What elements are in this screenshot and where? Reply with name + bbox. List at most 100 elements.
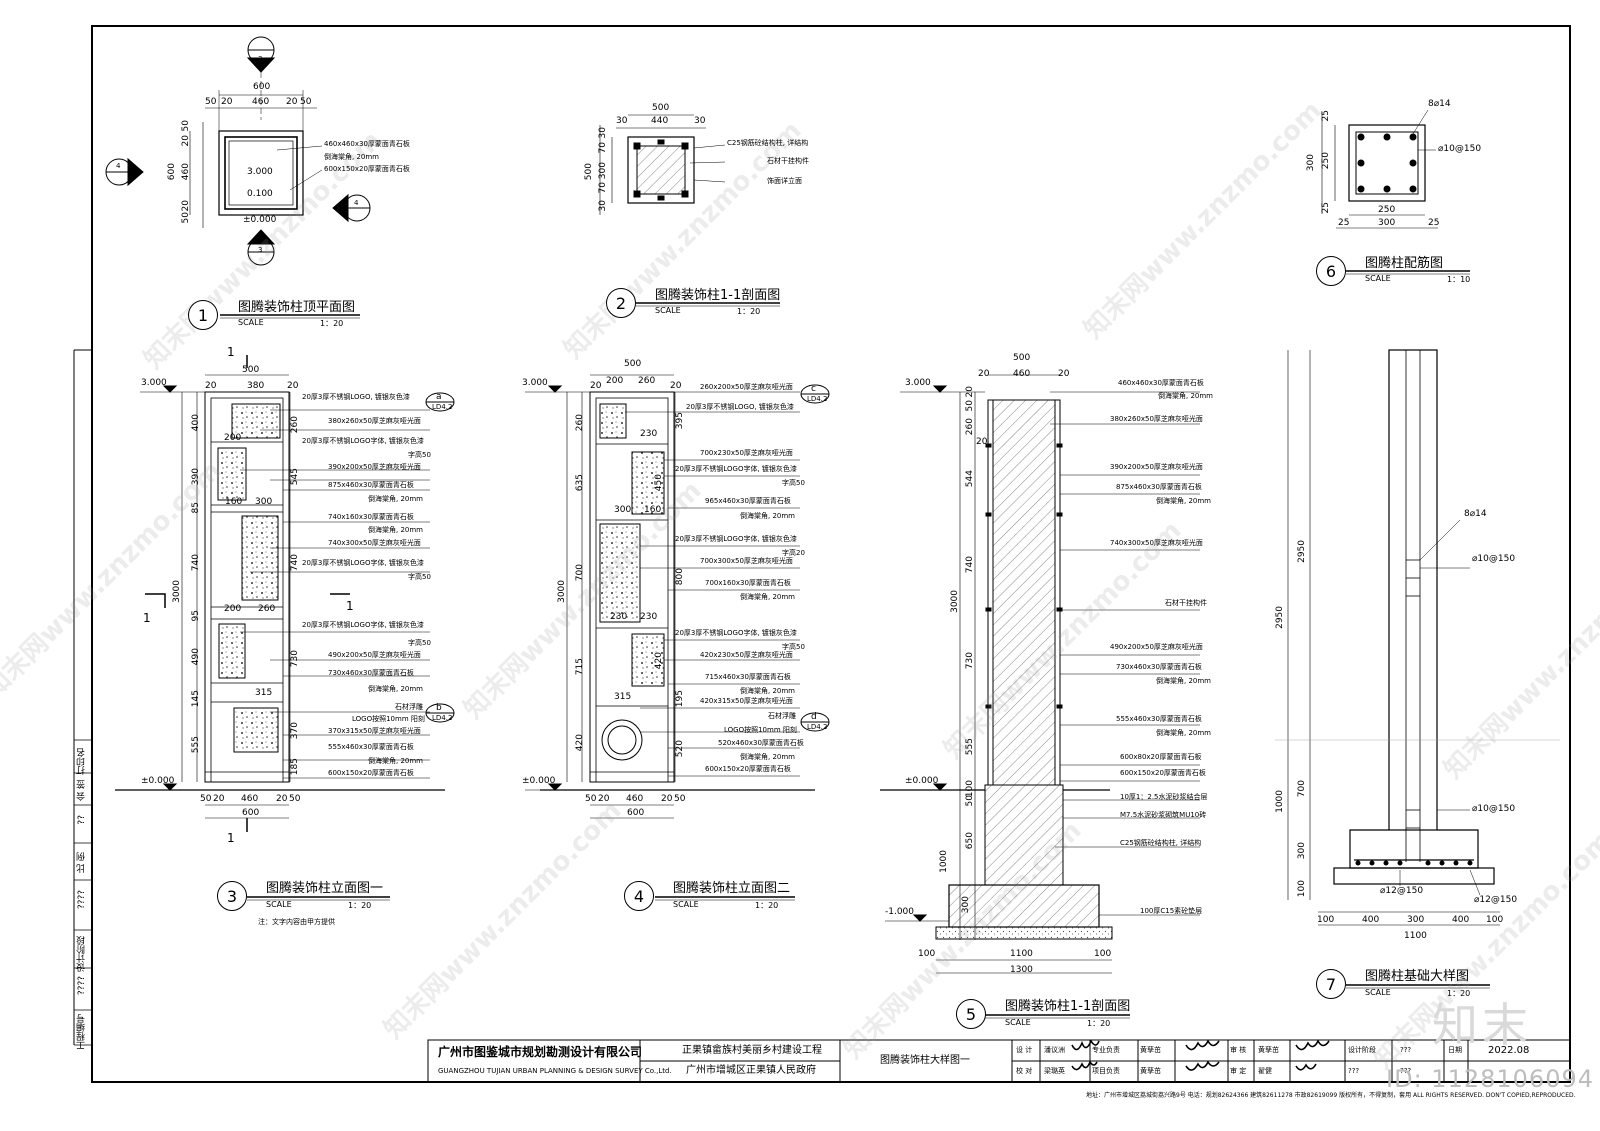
dim-label: 300	[961, 896, 971, 914]
view-number-badge: 7	[1316, 969, 1346, 999]
view-scale: 1：20	[348, 901, 372, 910]
client-name: 广州市增城区正果镇人民政府	[686, 1065, 816, 1076]
tb-cell: ???	[1400, 1067, 1412, 1075]
note-text: 740x300x50厚芝麻灰哑光面	[328, 539, 421, 547]
note-text: 倒海棠角, 20mm	[1156, 497, 1211, 505]
dim-label: 730	[290, 650, 300, 668]
dim-label: 2950	[1297, 540, 1307, 563]
dim-label: 400	[191, 414, 201, 432]
note-text: 8⌀14	[1464, 509, 1487, 519]
elevation-label: 3.000	[905, 378, 931, 388]
note-text: LOGO按照10mm 阳刻	[352, 715, 425, 723]
dim-label: 400	[1452, 915, 1470, 925]
view-scale-label: SCALE	[655, 306, 681, 315]
dim-label: 700	[575, 564, 585, 582]
note-text: 700x230x50厚芝麻灰哑光面	[700, 449, 793, 457]
dim-label: 25	[1338, 218, 1350, 228]
title-block-frame	[427, 1039, 1571, 1083]
elevation-label: -1.000	[885, 907, 915, 917]
callout-ref: LD4.2	[432, 714, 453, 722]
tb-cell: 专业负责	[1092, 1046, 1120, 1054]
dim-label: 740	[965, 556, 975, 574]
foundation-view	[1275, 349, 1560, 926]
note-text: 555x460x30厚蒙面青石板	[328, 743, 414, 751]
dim-label: 160	[644, 505, 662, 515]
dim-label: 50	[965, 400, 975, 412]
elevation-label: ±0.000	[141, 776, 175, 786]
dim-label: 70	[598, 182, 608, 194]
note-text: 600x150x20厚蒙面青石板	[705, 765, 791, 773]
brand-id-label: ID: 1128106094	[1386, 1065, 1594, 1093]
dim-label: 395	[675, 412, 685, 430]
note-text: ⌀12@150	[1380, 886, 1424, 896]
dim-label: 20	[661, 794, 673, 804]
dim-label: 20	[181, 135, 191, 147]
note-text: 730x460x30厚蒙面青石板	[1116, 663, 1202, 671]
elevation-label: 3.000	[247, 167, 273, 177]
note-text: 490x200x50厚芝麻灰哑光面	[1110, 643, 1203, 651]
note-text: 倒海棠角, 20mm	[740, 593, 795, 601]
view-title: 图腾装饰柱立面图二	[673, 881, 791, 896]
callout-ref: LD4.2	[807, 395, 828, 403]
note-text: ⌀12@150	[1474, 895, 1518, 905]
dim-label: 300	[598, 162, 608, 180]
note-text: 石材浮雕	[395, 703, 423, 711]
dim-label: 20	[181, 200, 191, 212]
elevation-label: 3.000	[141, 378, 167, 388]
section-mark-label: 1	[143, 611, 151, 625]
dim-label: 300	[255, 497, 273, 507]
dim-label: 200	[606, 376, 624, 386]
note-text: 倒海棠角, 20mm	[1156, 677, 1211, 685]
note-text: 460x460x30厚蒙面青石板	[1118, 379, 1204, 387]
dim-label: 450	[654, 474, 664, 492]
small-section	[599, 114, 726, 215]
note-text: 20厚3厚不锈钢LOGO字体, 镀银灰色漆	[675, 465, 797, 473]
dim-label: 20	[286, 97, 298, 107]
note-text: 石材浮雕	[768, 712, 796, 720]
dim-label: 260	[290, 416, 300, 434]
dim-label: 1000	[1275, 790, 1285, 813]
note-text: 20厚3厚不锈钢LOGO字体, 镀银灰色漆	[302, 559, 424, 567]
dim-label: 50	[965, 795, 975, 807]
dim-label: 300	[1407, 915, 1425, 925]
view-scale: 1：20	[320, 319, 344, 328]
tb-cell: 翟健	[1258, 1067, 1272, 1075]
dim-label: 460	[252, 97, 270, 107]
view-title: 图腾装饰柱1-1剖面图	[655, 288, 781, 303]
note-text: 20厚3厚不锈钢LOGO字体, 镀银灰色漆	[302, 437, 424, 445]
note-text: 倒海棠角, 20mm	[1156, 729, 1211, 737]
view-scale: 1：20	[1087, 1019, 1111, 1028]
tb-cell: 校 对	[1016, 1067, 1033, 1075]
callout-label: c	[811, 384, 816, 394]
tb-date: 2022.08	[1488, 1045, 1530, 1056]
note-text: 字高50	[782, 479, 805, 487]
dim-label: 50	[674, 794, 686, 804]
note-text: 600x150x20厚蒙面青石板	[328, 769, 414, 777]
dim-label: 1000	[939, 850, 949, 873]
dim-label: 30	[616, 116, 628, 126]
dim-label: 400	[1362, 915, 1380, 925]
dim-label: 20	[976, 437, 988, 447]
dim-label: 600	[627, 808, 645, 818]
view-title: 图腾柱配筋图	[1365, 256, 1444, 271]
view-title: 图腾柱基础大样图	[1365, 969, 1470, 984]
note-text: ⌀10@150	[1472, 554, 1516, 564]
note-text: 石材干挂构件	[767, 157, 809, 165]
view-number-badge: 3	[217, 881, 247, 911]
dim-label: 100	[918, 949, 936, 959]
dim-label: 50	[289, 794, 301, 804]
note-text: C25钢筋砼结构柱, 详结构	[1120, 839, 1202, 847]
dim-label: 715	[575, 658, 585, 676]
dim-label: 555	[965, 738, 975, 756]
elevation-label: ±0.000	[522, 776, 556, 786]
dim-label: 440	[651, 116, 669, 126]
note-text: 420x315x50厚芝麻灰哑光面	[700, 697, 793, 705]
dim-label: 25	[1428, 218, 1440, 228]
note-text: 420x230x50厚芝麻灰哑光面	[700, 651, 793, 659]
note-text: 字高20	[782, 549, 805, 557]
callout-label: d	[811, 712, 817, 722]
view-scale-label: SCALE	[673, 900, 699, 909]
dim-label: 600	[167, 163, 177, 181]
tb-cell: 黄孳茁	[1140, 1046, 1161, 1054]
